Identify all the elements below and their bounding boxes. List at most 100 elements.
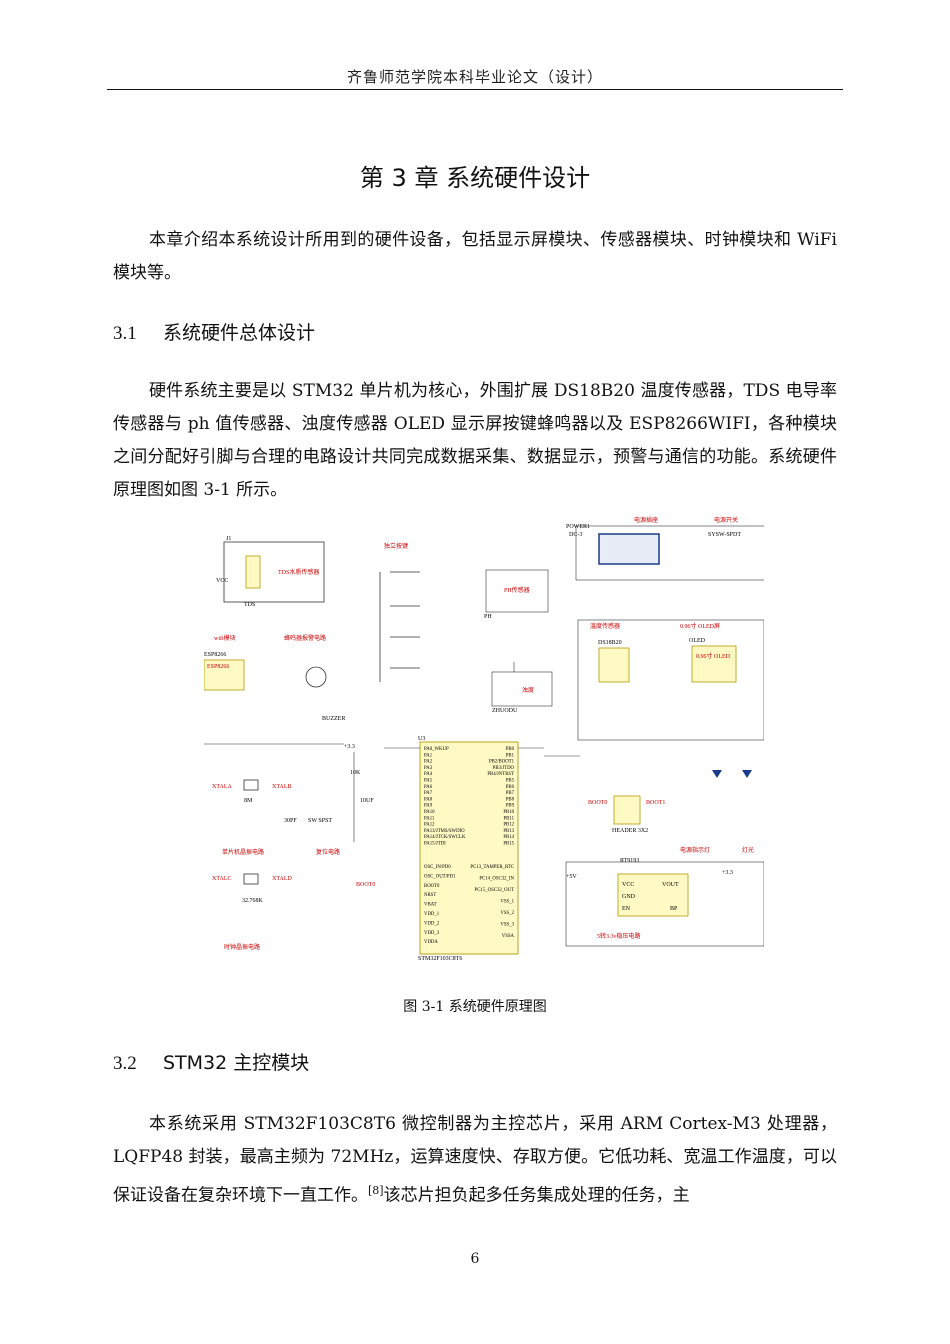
mcu_pins_right-pin: PB7 [506, 791, 515, 796]
regulator-chip [617, 873, 689, 917]
header-rule [107, 89, 843, 90]
mcu-bottom-right-pins: PC13_TAMPER_RTC PC14_OSC32_IN PC15_OSC32_O… [470, 865, 514, 939]
mcu_pins_bottom_right-pin: PC13_TAMPER_RTC [470, 865, 514, 870]
reset-sw: SW SPST [308, 818, 332, 824]
mcu_pins_bottom_left-pin: OSC_IN/PD0 [424, 865, 451, 870]
mcu-right-pins: PB0PB1PB2/BOOT1PB3/JTDOPB4/JNTRSTPB5PB6P… [487, 747, 514, 847]
mcu_pins_bottom_left-pin: NRST [424, 893, 436, 898]
mcu_pins_left-pin: PA7 [424, 791, 433, 796]
mcu_pins_bottom_right-pin: VSS_2 [500, 911, 514, 916]
key-switches [379, 571, 420, 682]
power-jack-symbol [598, 533, 660, 565]
power-switch-label: 电源开关 [714, 516, 738, 524]
mcu_pins_right-pin: PB2/BOOT1 [489, 760, 515, 765]
tds-ref: TDS [244, 602, 255, 608]
mcu-left-pins: PA0_WKUPPA1PA2PA3PA4PA5PA6PA7PA8PA9PA10P… [424, 747, 466, 847]
mcu_pins_right-pin: PB9 [506, 804, 515, 809]
mcu_pins_bottom_left-pin: VDD_1 [424, 912, 440, 917]
reset-label: 复位电路 [316, 848, 340, 856]
mcu_pins_right-pin: PB0 [506, 747, 515, 752]
turb-label: 浊度 [522, 686, 534, 694]
buzzer-ref: BUZZER [322, 716, 345, 722]
header-boot0: BOOT0 [588, 800, 607, 806]
mcu_pins_left-pin: PA1 [424, 753, 433, 758]
tds-label: TDS水质传感器 [278, 568, 319, 576]
mcu_pins_left-pin: PA12 [424, 823, 435, 828]
mcu_pins_right-pin: PB6 [506, 785, 515, 790]
oled-box-label: 0.96寸 OLED [696, 652, 731, 660]
mcu-ref: U3 [418, 736, 425, 742]
mcu_pins_right-pin: PB12 [503, 823, 514, 828]
mcu_pins_left-pin: PA6 [424, 785, 433, 790]
crystal-y2-symbol [243, 873, 259, 885]
reg-vout: VOUT [662, 882, 679, 888]
running-header: 齐鲁师范学院本科毕业论文（设计） [346, 68, 603, 86]
header-label: HEADER 3X2 [612, 828, 648, 834]
mcu_pins_bottom_left-pin: BOOT0 [424, 884, 440, 889]
power-ref: POWER1 [566, 524, 590, 530]
mcu_pins_right-pin: PB10 [503, 810, 514, 815]
power-type: DC-3 [569, 532, 582, 538]
reg-ref: RT9193 [620, 858, 639, 864]
reg-gnd: GND [622, 894, 636, 900]
mcu-chip [419, 741, 519, 955]
mcu_pins_right-pin: PB1 [506, 753, 515, 758]
mcu_pins_left-pin: PA10 [424, 810, 435, 815]
crystal-y1-symbol [243, 779, 259, 791]
mcu_pins_left-pin: PA9 [424, 804, 433, 809]
reg-vcc: VCC [622, 882, 634, 888]
light-label: 灯光 [742, 846, 754, 854]
tds-connector [245, 555, 261, 589]
y2-value: 32.768K [242, 898, 264, 904]
header-symbol [613, 795, 641, 825]
esp-label: ESP8266 [207, 664, 229, 670]
switch-ref: SYSW-SPDT [708, 532, 741, 538]
power-frame [575, 525, 764, 581]
mcu_pins_bottom_right-pin: VSS_1 [500, 900, 514, 905]
buzzer-label: 蜂鸣器报警电路 [284, 634, 326, 642]
mcu_pins_left-pin: PA15/JTDI [424, 842, 446, 847]
mcu_pins_bottom_left-pin: VDDA [424, 940, 438, 945]
mcu-name: STM32F103C8T6 [418, 956, 462, 962]
reg-en: EN [622, 906, 631, 912]
xtal-c: XTALC [212, 876, 232, 882]
ph-ref: PH [484, 614, 492, 620]
y1-value: 8M [244, 798, 253, 804]
oled-label: 0.96寸 OLED屏 [680, 622, 720, 630]
sensor-frame [577, 619, 764, 741]
page-number: 6 [470, 1251, 480, 1267]
section-number: 3.1 [113, 323, 137, 344]
crystal2-label: 时钟晶振电路 [224, 943, 260, 951]
mcu_pins_bottom_left-pin: VDD_3 [424, 931, 440, 936]
intro-paragraph: 本章介绍本系统设计所用到的硬件设备，包括显示屏模块、传感器模块、时钟模块和 Wi… [113, 230, 837, 283]
ph-label: PH传感器 [504, 586, 530, 594]
mcu_pins_left-pin: PA8 [424, 797, 433, 802]
header-boot1: BOOT1 [646, 800, 665, 806]
section-3-1-paragraph: 硬件系统主要是以 STM32 单片机为核心，外围扩展 DS18B20 温度传感器… [113, 381, 837, 500]
section-3-2-paragraph: 本系统采用 STM32F103C8T6 微控制器为主控芯片，采用 ARM Cor… [113, 1108, 837, 1213]
reg-v5: +5V [566, 874, 577, 880]
mcu_pins_bottom_right-pin: PC15_OSC32_OUT [475, 888, 515, 893]
mcu_pins_left-pin: PA11 [424, 816, 435, 821]
xtal-d: XTALD [272, 876, 293, 882]
ds-ref: DS18B20 [598, 640, 622, 646]
power-jack-label: 电源插座 [634, 516, 658, 524]
cap-30pf: 30PF [284, 818, 297, 824]
crystal1-label: 单片机晶振电路 [222, 848, 264, 856]
citation[interactable]: [8] [368, 1184, 384, 1197]
reset-cap: 10UF [360, 798, 374, 804]
section-title: STM32 主控模块 [163, 1052, 310, 1074]
tds-frame [223, 541, 325, 603]
mcu_pins_right-pin: PB14 [503, 835, 514, 840]
mcu_pins_bottom_left-pin: VDD_2 [424, 921, 440, 926]
mcu_pins_bottom_right-pin: VSS_3 [500, 923, 514, 928]
mcu_pins_left-pin: PA5 [424, 779, 433, 784]
mcu_pins_bottom_right-pin: PC14_OSC32_IN [479, 877, 514, 882]
reset-vcc: +3.3 [344, 744, 355, 750]
mcu_pins_right-pin: PB4/JNTRST [487, 772, 514, 777]
mcu_pins_right-pin: PB15 [503, 842, 514, 847]
esp-ref: ESP8266 [204, 652, 226, 658]
mcu_pins_left-pin: PA13/JTMS/SWDIO [424, 829, 465, 834]
